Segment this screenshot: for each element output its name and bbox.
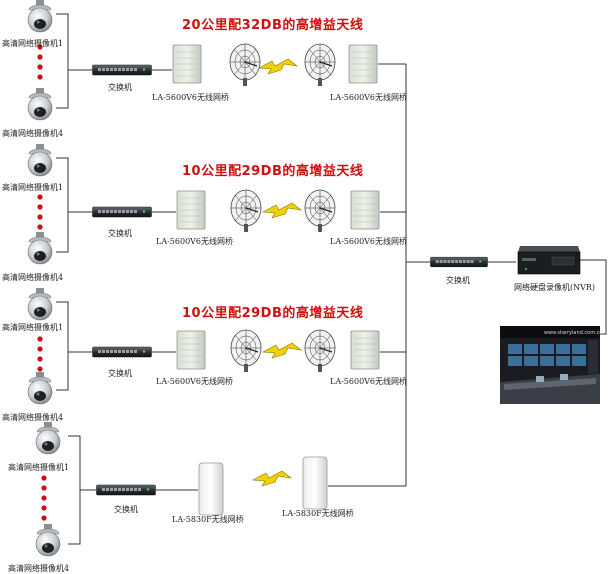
wireless-link-icon <box>262 342 302 360</box>
core-switch-icon <box>430 256 488 268</box>
camera-1-icon <box>25 144 55 180</box>
monitor-watermark: www.starryland.com.cn <box>544 330 603 336</box>
nvr-label: 网络硬盘录像机(NVR) <box>514 283 596 292</box>
camera-4-icon <box>25 372 55 408</box>
dish-antenna-icon <box>300 188 340 232</box>
bridge-right-label: LA-5600V6无线网桥 <box>330 237 408 246</box>
switch-icon <box>92 206 152 218</box>
wireless-link-icon <box>262 202 302 220</box>
switch-label: 交换机 <box>114 505 138 514</box>
panel-antenna-icon <box>350 330 380 370</box>
switch-icon <box>92 346 152 358</box>
panel-antenna-icon <box>348 40 378 88</box>
camera-4-icon <box>33 524 63 560</box>
bridge-right-label: LA-5600V6无线网桥 <box>330 377 408 386</box>
camera-1-label: 高清网络摄像机1 <box>8 463 70 472</box>
panel-antenna-icon <box>172 40 202 88</box>
row1-title: 20公里配32DB的高增益天线 <box>182 18 364 33</box>
camera-4-label: 高清网络摄像机4 <box>8 564 70 573</box>
camera-1-icon <box>25 0 55 36</box>
camera-4-label: 高清网络摄像机4 <box>2 129 64 138</box>
dish-antenna-icon <box>226 188 266 232</box>
monitoring-center-image <box>500 326 600 404</box>
switch-label: 交换机 <box>108 83 132 92</box>
dish-antenna-icon <box>300 328 340 372</box>
camera-1-icon <box>25 288 55 324</box>
panel-antenna-icon <box>350 190 380 230</box>
camera-1-label: 高清网络摄像机1 <box>2 183 64 192</box>
row2-title: 10公里配29DB的高增益天线 <box>182 164 364 179</box>
camera-4-label: 高清网络摄像机4 <box>2 273 64 282</box>
nvr-icon <box>517 246 581 275</box>
camera-4-icon <box>25 232 55 268</box>
camera-1-icon <box>33 422 63 458</box>
bridge-left-label: LA-5600V6无线网桥 <box>156 377 234 386</box>
row3-title: 10公里配29DB的高增益天线 <box>182 306 364 321</box>
bridge-left-label: LA-5600V6无线网桥 <box>152 93 230 102</box>
dish-antenna-icon <box>300 42 340 86</box>
switch-label: 交换机 <box>108 369 132 378</box>
camera-4-label: 高清网络摄像机4 <box>2 413 64 422</box>
wireless-link-icon <box>252 470 292 488</box>
bridge-right-label: LA-5830F无线网桥 <box>282 509 354 518</box>
camera-1-label: 高清网络摄像机1 <box>2 323 64 332</box>
core-switch-label: 交换机 <box>446 276 470 285</box>
flat-antenna-icon <box>198 462 224 516</box>
bridge-left-label: LA-5830F无线网桥 <box>172 515 244 524</box>
panel-antenna-icon <box>176 190 206 230</box>
switch-icon <box>92 64 152 76</box>
flat-antenna-icon <box>302 456 328 510</box>
panel-antenna-icon <box>176 330 206 370</box>
camera-1-label: 高清网络摄像机1 <box>2 39 64 48</box>
wireless-link-icon <box>258 58 298 76</box>
switch-label: 交换机 <box>108 229 132 238</box>
bridge-left-label: LA-5600V6无线网桥 <box>156 237 234 246</box>
camera-4-icon <box>25 88 55 124</box>
switch-icon <box>96 484 156 496</box>
bridge-right-label: LA-5600V6无线网桥 <box>330 93 408 102</box>
dish-antenna-icon <box>226 328 266 372</box>
